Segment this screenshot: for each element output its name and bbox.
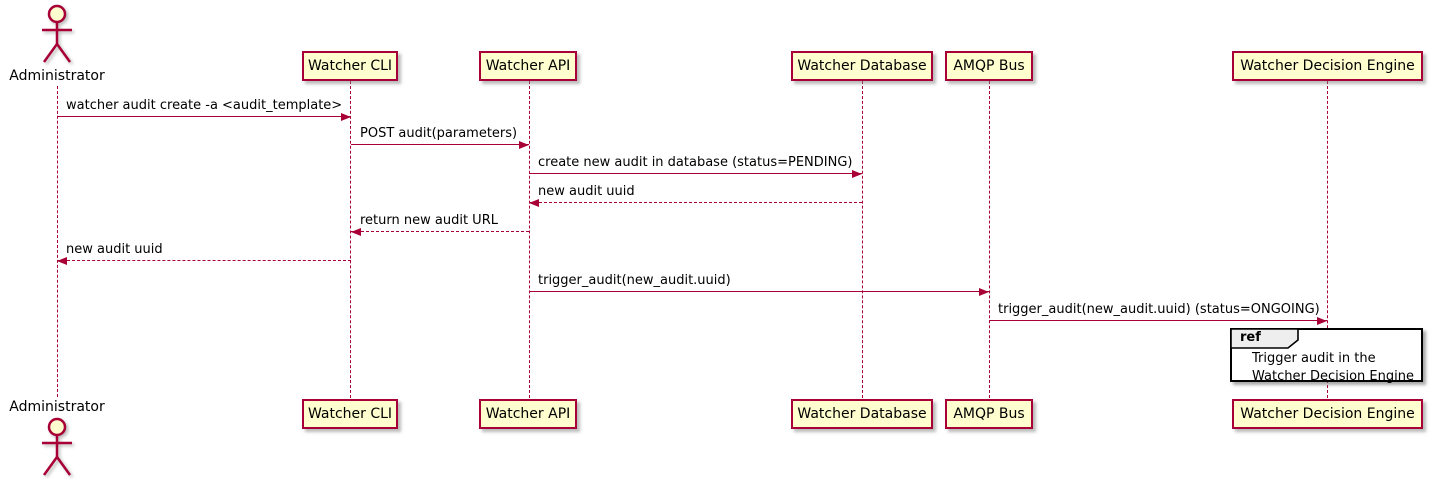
arrow-line bbox=[57, 260, 351, 261]
arrowhead-icon bbox=[57, 257, 67, 265]
actor-icon bbox=[37, 416, 77, 483]
lifeline-watcher-cli bbox=[350, 81, 351, 398]
participant-label: Watcher Database bbox=[797, 58, 927, 74]
participant-label: Watcher API bbox=[485, 58, 571, 74]
participant-label: AMQP Bus bbox=[953, 406, 1025, 422]
arrowhead-icon bbox=[529, 199, 539, 207]
participant-box-amqp-bus-bottom: AMQP Bus bbox=[945, 399, 1033, 429]
participant-label: Watcher Decision Engine bbox=[1240, 406, 1415, 422]
message-label: watcher audit create -a <audit_template> bbox=[66, 98, 343, 113]
ref-frame: ref Trigger audit in the Watcher Decisio… bbox=[1230, 328, 1423, 384]
message: create new audit in database (status=PEN… bbox=[529, 153, 862, 178]
participant-box-amqp-bus-top: AMQP Bus bbox=[945, 51, 1033, 81]
ref-text-line: Trigger audit in the bbox=[1252, 351, 1376, 366]
message-label: POST audit(parameters) bbox=[360, 126, 518, 141]
ref-keyword: ref bbox=[1240, 330, 1261, 345]
message: POST audit(parameters) bbox=[351, 124, 529, 149]
arrow-line bbox=[351, 144, 529, 145]
message: new audit uuid bbox=[529, 182, 862, 207]
participant-box-watcher-decision-engine-top: Watcher Decision Engine bbox=[1232, 51, 1423, 81]
participant-box-watcher-database-top: Watcher Database bbox=[791, 51, 933, 81]
participant-box-watcher-api-top: Watcher API bbox=[479, 51, 577, 81]
message: return new audit URL bbox=[351, 211, 529, 236]
participant-label: Watcher CLI bbox=[307, 58, 393, 74]
participant-label: Watcher API bbox=[485, 406, 571, 422]
lifeline-watcher-decision-engine bbox=[1327, 81, 1328, 398]
message: new audit uuid bbox=[57, 240, 351, 265]
message-label: trigger_audit(new_audit.uuid) bbox=[538, 273, 731, 288]
message-label: return new audit URL bbox=[360, 213, 498, 228]
arrowhead-icon bbox=[341, 113, 351, 121]
arrowhead-icon bbox=[979, 288, 989, 296]
lifeline-amqp-bus bbox=[989, 81, 990, 398]
arrow-line bbox=[351, 231, 529, 232]
participant-label: AMQP Bus bbox=[953, 58, 1025, 74]
participant-box-watcher-database-bottom: Watcher Database bbox=[791, 399, 933, 429]
message-label: create new audit in database (status=PEN… bbox=[538, 155, 853, 170]
message-label: new audit uuid bbox=[66, 242, 163, 257]
message-label: trigger_audit(new_audit.uuid) (status=ON… bbox=[998, 302, 1320, 317]
message: trigger_audit(new_audit.uuid) bbox=[529, 271, 989, 296]
arrow-line bbox=[57, 116, 351, 117]
actor-icon bbox=[37, 3, 77, 70]
participant-box-watcher-cli-bottom: Watcher CLI bbox=[302, 399, 398, 429]
message: trigger_audit(new_audit.uuid) (status=ON… bbox=[989, 300, 1327, 325]
arrowhead-icon bbox=[519, 141, 529, 149]
arrow-line bbox=[529, 202, 862, 203]
message: watcher audit create -a <audit_template> bbox=[57, 96, 351, 121]
participant-box-watcher-decision-engine-bottom: Watcher Decision Engine bbox=[1232, 399, 1423, 429]
arrowhead-icon bbox=[852, 170, 862, 178]
ref-text-line: Watcher Decision Engine bbox=[1252, 369, 1414, 384]
actor-name-top: Administrator bbox=[9, 68, 105, 84]
lifeline-watcher-database bbox=[862, 81, 863, 398]
message-label: new audit uuid bbox=[538, 184, 635, 199]
lifeline-administrator bbox=[57, 86, 58, 397]
participant-label: Watcher CLI bbox=[307, 406, 393, 422]
ref-tab: ref bbox=[1231, 329, 1299, 349]
arrowhead-icon bbox=[1317, 317, 1327, 325]
participant-box-watcher-api-bottom: Watcher API bbox=[479, 399, 577, 429]
participant-box-watcher-cli-top: Watcher CLI bbox=[302, 51, 398, 81]
arrowhead-icon bbox=[351, 228, 361, 236]
arrow-line bbox=[529, 173, 862, 174]
arrow-line bbox=[989, 320, 1327, 321]
arrow-line bbox=[529, 291, 989, 292]
ref-text: Trigger audit in the Watcher Decision En… bbox=[1252, 350, 1417, 386]
participant-label: Watcher Decision Engine bbox=[1240, 58, 1415, 74]
lifeline-watcher-api bbox=[529, 81, 530, 398]
participant-label: Watcher Database bbox=[797, 406, 927, 422]
actor-name-bottom: Administrator bbox=[9, 399, 105, 415]
